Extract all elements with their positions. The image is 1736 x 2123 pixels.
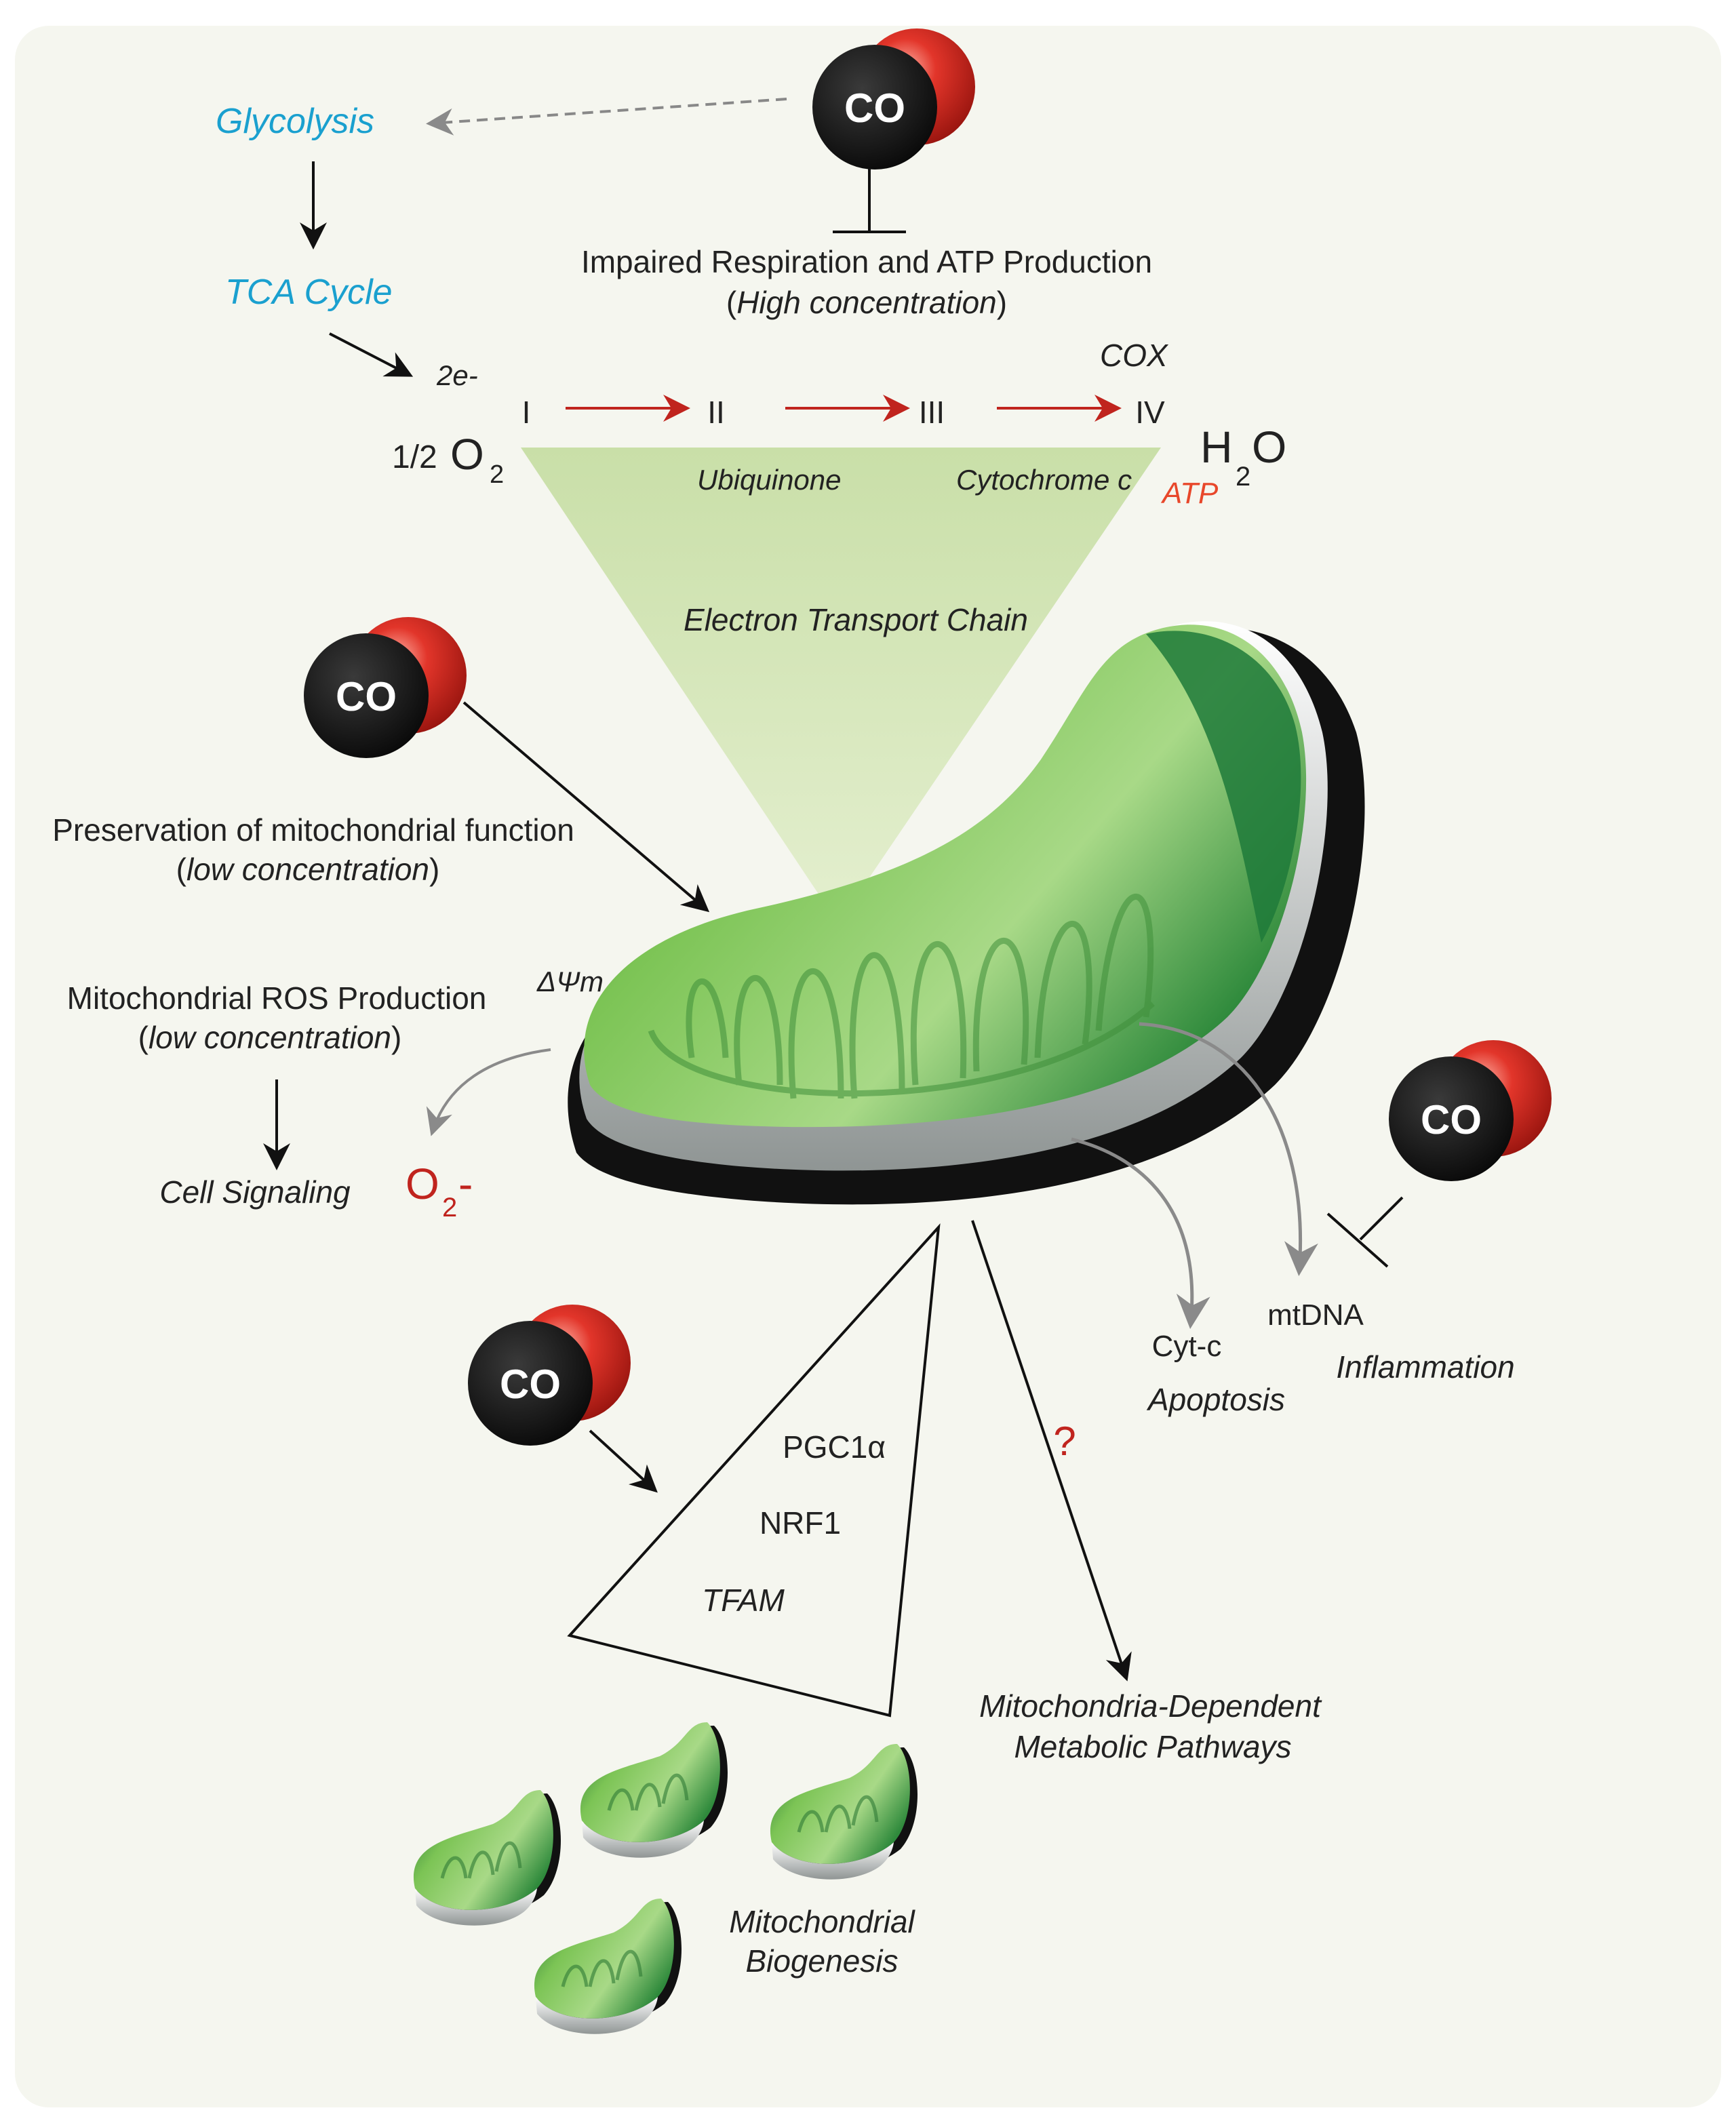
inhibition-tbar-icon-right bbox=[1326, 1196, 1404, 1268]
water-o-label: O bbox=[1252, 422, 1286, 472]
superoxide-subscript: 2 bbox=[442, 1193, 457, 1223]
pgc1a-label: PGC1α bbox=[783, 1429, 886, 1465]
atp-label: ATP bbox=[1160, 477, 1219, 510]
biogenesis-triangle bbox=[567, 1223, 941, 1718]
oxygen-subscript: 2 bbox=[490, 460, 504, 489]
electrons-label: 2e- bbox=[436, 359, 478, 391]
high-concentration-label: (High concentration) bbox=[726, 285, 1007, 320]
co-to-glycolysis-arrow bbox=[426, 98, 787, 136]
impaired-respiration-label: Impaired Respiration and ATP Production bbox=[581, 244, 1152, 279]
cell-signaling-label: Cell Signaling bbox=[159, 1174, 351, 1210]
oxygen-label: 1/2 bbox=[392, 439, 437, 475]
complex-ii-label: II bbox=[707, 395, 725, 430]
co-preservation-arrow bbox=[462, 701, 710, 913]
inhibition-tbar-icon-top bbox=[833, 168, 906, 233]
complex-iii-label: III bbox=[919, 395, 945, 430]
metabolic-label-line2: Metabolic Pathways bbox=[1014, 1729, 1291, 1764]
superoxide-charge: - bbox=[458, 1159, 473, 1208]
preservation-label: Preservation of mitochondrial function bbox=[52, 812, 574, 848]
mitochondrion-icon-main bbox=[568, 621, 1365, 1205]
water-subscript: 2 bbox=[1236, 462, 1250, 492]
preservation-concentration-label: (low concentration) bbox=[176, 852, 440, 887]
ros-production-label: Mitochondrial ROS Production bbox=[67, 980, 487, 1016]
membrane-potential-label: ΔΨm bbox=[536, 966, 604, 997]
tfam-label: TFAM bbox=[702, 1583, 785, 1618]
water-h-label: H bbox=[1200, 422, 1233, 472]
etc-label: Electron Transport Chain bbox=[684, 602, 1028, 637]
inflammation-label: Inflammation bbox=[1336, 1349, 1514, 1385]
apoptosis-label: Apoptosis bbox=[1146, 1382, 1285, 1417]
co-biogenesis-arrow bbox=[589, 1429, 658, 1493]
complex-i-label: I bbox=[522, 395, 531, 430]
biogenesis-label-line2: Biogenesis bbox=[745, 1943, 898, 1979]
etc-triangle bbox=[521, 448, 1161, 924]
mtdna-label: mtDNA bbox=[1267, 1298, 1364, 1332]
nrf1-label: NRF1 bbox=[760, 1505, 841, 1541]
tca-cycle-label: TCA Cycle bbox=[225, 273, 393, 312]
cytochrome-c-label: Cytochrome c bbox=[956, 464, 1132, 496]
cytc-label: Cyt-c bbox=[1152, 1330, 1222, 1363]
mtdna-release-arrow bbox=[1139, 1022, 1318, 1276]
ros-concentration-label: (low concentration) bbox=[138, 1020, 402, 1055]
metabolic-pathway-arrow bbox=[971, 1220, 1132, 1682]
superoxide-o-label: O bbox=[406, 1159, 439, 1208]
biogenesis-label-line1: Mitochondrial bbox=[729, 1904, 915, 1939]
unknown-question-mark: ? bbox=[1053, 1418, 1076, 1464]
metabolic-label-line1: Mitochondria-Dependent bbox=[979, 1688, 1322, 1724]
oxygen-o-label: O bbox=[450, 430, 484, 479]
glycolysis-label: Glycolysis bbox=[216, 102, 374, 141]
cox-label: COX bbox=[1100, 338, 1169, 373]
ros-release-arrow bbox=[426, 1048, 551, 1136]
cytc-release-arrow bbox=[1071, 1137, 1210, 1329]
tca-to-etc-arrow bbox=[329, 332, 414, 377]
ubiquinone-label: Ubiquinone bbox=[697, 464, 842, 496]
complex-iv-label: IV bbox=[1135, 395, 1165, 430]
